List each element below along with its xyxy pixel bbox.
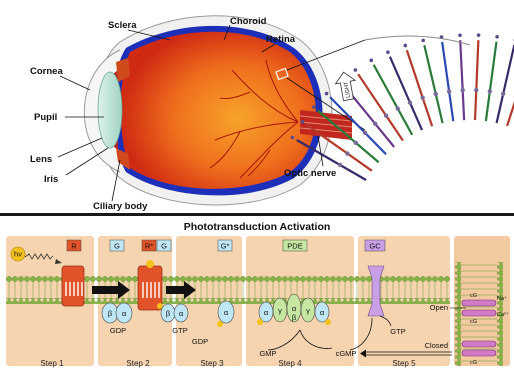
nucleus <box>447 89 451 93</box>
subunit-beta2: β <box>166 309 171 318</box>
box-r-star-label: R* <box>145 242 153 251</box>
nucleus <box>338 163 342 167</box>
photoreceptor-cell <box>390 57 422 130</box>
ganglion-cell <box>386 50 390 54</box>
subunit-alpha2: α <box>179 309 184 318</box>
subunit-beta3: β <box>292 313 297 322</box>
closed-cg: cG <box>470 360 477 366</box>
nucleus <box>460 88 464 92</box>
label-optic-nerve: Optic nerve <box>284 168 336 179</box>
nucleus <box>488 89 492 93</box>
nucleus <box>474 88 478 92</box>
label-ciliary-body: Ciliary body <box>93 201 148 212</box>
nucleus <box>354 141 358 145</box>
gdp-label-1: GDP <box>110 326 126 335</box>
ganglion-cell <box>354 68 358 72</box>
ganglion-cell <box>495 35 499 39</box>
panel-title: Phototransduction Activation <box>184 221 331 233</box>
hv-label: hv <box>14 250 22 259</box>
photoreceptor-cell <box>475 40 478 120</box>
box-gc-label: GC <box>369 242 381 251</box>
gmp-label: GMP <box>259 349 276 358</box>
subunit-alpha5: α <box>292 304 297 313</box>
nucleus <box>501 92 505 96</box>
nucleus <box>345 151 349 155</box>
ganglion-cell <box>369 59 373 63</box>
subunit-alpha6: α <box>320 308 325 317</box>
nucleus <box>363 131 367 135</box>
label-retina: Retina <box>266 34 296 45</box>
step-4-label: Step 4 <box>278 359 302 368</box>
label-cornea: Cornea <box>30 66 63 77</box>
cgmp-label: cGMP <box>336 349 357 358</box>
ca-label: Ca²⁺ <box>497 311 509 318</box>
na-label: Na⁺ <box>497 295 507 302</box>
retina-edge <box>365 36 470 45</box>
ganglion-cell <box>421 39 425 43</box>
rhodopsin-r <box>62 266 84 306</box>
photoreceptor-cell <box>486 42 497 121</box>
nucleus <box>384 113 388 117</box>
subunit-alpha1: α <box>122 309 127 318</box>
closed-label: Closed <box>425 341 448 350</box>
step-5-label: Step 5 <box>392 359 416 368</box>
nucleus <box>373 122 377 126</box>
eye-anatomy: Sclera Choroid Retina Cornea Pupil Lens … <box>30 16 514 212</box>
label-iris: Iris <box>44 174 58 185</box>
subunit-alpha4: α <box>264 308 269 317</box>
label-lens: Lens <box>30 154 52 165</box>
step-3-label: Step 3 <box>200 359 224 368</box>
lens-shape <box>98 72 122 148</box>
ganglion-cell <box>301 120 305 124</box>
open-cg1: cG <box>470 293 477 299</box>
subunit-gamma1: γ <box>278 306 282 315</box>
step-2-label: Step 2 <box>126 359 150 368</box>
nucleus <box>396 106 400 110</box>
subunit-alpha3: α <box>224 308 229 317</box>
ganglion-cell <box>458 33 462 37</box>
ganglion-cell <box>291 136 295 140</box>
gdp-label-2: GDP <box>192 337 208 346</box>
photoreceptor-cell <box>460 40 464 120</box>
nucleus <box>420 95 424 99</box>
open-label: Open <box>430 303 448 312</box>
subunit-beta1: β <box>108 309 113 318</box>
step-1-label: Step 1 <box>40 359 64 368</box>
label-sclera: Sclera <box>108 20 137 31</box>
box-r-label: R <box>71 242 77 251</box>
label-pupil: Pupil <box>34 112 57 123</box>
nucleus <box>434 92 438 96</box>
label-choroid: Choroid <box>230 16 267 27</box>
subunit-gamma2: γ <box>306 306 310 315</box>
box-pde-label: PDE <box>287 242 302 251</box>
gtp-label-2: GTP <box>390 327 405 336</box>
box-g1-label: G <box>114 242 120 251</box>
rhodopsin-r-star <box>138 260 163 310</box>
panel-divider <box>0 213 514 216</box>
ganglion-cell <box>477 33 481 37</box>
ganglion-cell <box>312 105 316 109</box>
box-g-star-label: G* <box>221 242 230 251</box>
nucleus <box>408 100 412 104</box>
ganglion-cell <box>403 44 407 48</box>
open-cg2: cG <box>470 319 477 325</box>
gtp-label-1: GTP <box>172 326 187 335</box>
eyeball-interior <box>121 32 316 189</box>
ganglion-cell <box>325 92 329 96</box>
photoreceptor-cell <box>442 42 453 121</box>
box-g2-label: G <box>161 242 167 251</box>
phototransduction-panel: Phototransduction Activation R <box>6 221 510 368</box>
